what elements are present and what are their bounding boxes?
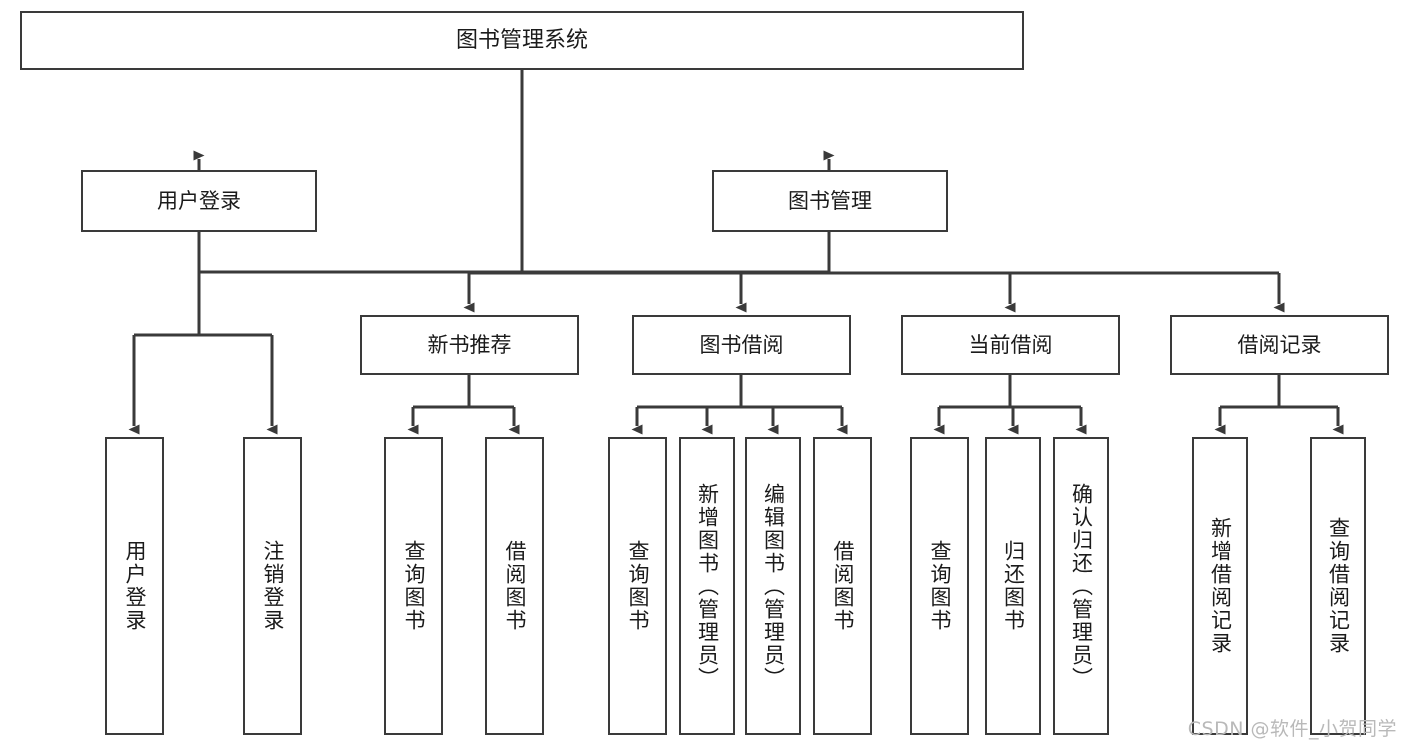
- leaf-query-book-current[interactable]: 查询图书: [910, 437, 969, 735]
- leaf-query-book-rec[interactable]: 查询图书: [384, 437, 443, 735]
- node-book-borrow-label: 图书借阅: [699, 332, 784, 357]
- leaf-edit-book-admin[interactable]: 编辑图书（管理员）: [745, 437, 801, 735]
- node-current-borrow-label: 当前借阅: [968, 332, 1053, 357]
- leaf-add-borrow-record[interactable]: 新增借阅记录: [1192, 437, 1248, 735]
- leaf-query-book-borrow-label: 查询图书: [626, 540, 650, 632]
- node-book-management[interactable]: 图书管理: [712, 170, 948, 232]
- node-book-borrow[interactable]: 图书借阅: [632, 315, 851, 375]
- node-borrow-record-label: 借阅记录: [1237, 332, 1322, 357]
- leaf-edit-book-admin-label: 编辑图书（管理员）: [761, 482, 786, 690]
- leaf-logout-label: 注销登录: [261, 540, 285, 632]
- leaf-add-book-admin-label: 新增图书（管理员）: [695, 482, 720, 690]
- node-current-borrow[interactable]: 当前借阅: [901, 315, 1120, 375]
- leaf-borrow-book-label: 借阅图书: [831, 540, 855, 632]
- leaf-user-login[interactable]: 用户登录: [105, 437, 164, 735]
- leaf-return-book-label: 归还图书: [1001, 540, 1026, 632]
- leaf-logout[interactable]: 注销登录: [243, 437, 302, 735]
- leaf-confirm-return-admin[interactable]: 确认归还（管理员）: [1053, 437, 1109, 735]
- node-user-login[interactable]: 用户登录: [81, 170, 317, 232]
- leaf-query-borrow-record[interactable]: 查询借阅记录: [1310, 437, 1366, 735]
- node-new-book-recommend[interactable]: 新书推荐: [360, 315, 579, 375]
- leaf-query-book-borrow[interactable]: 查询图书: [608, 437, 667, 735]
- leaf-return-book[interactable]: 归还图书: [985, 437, 1041, 735]
- node-new-book-recommend-label: 新书推荐: [427, 332, 512, 357]
- leaf-borrow-book-rec-label: 借阅图书: [503, 540, 527, 632]
- leaf-confirm-return-admin-label: 确认归还（管理员）: [1069, 482, 1094, 690]
- leaf-add-borrow-record-label: 新增借阅记录: [1208, 517, 1233, 655]
- node-root-label: 图书管理系统: [455, 27, 588, 53]
- leaf-borrow-book[interactable]: 借阅图书: [813, 437, 872, 735]
- node-root[interactable]: 图书管理系统: [20, 11, 1024, 70]
- node-borrow-record[interactable]: 借阅记录: [1170, 315, 1389, 375]
- node-book-management-label: 图书管理: [788, 188, 872, 213]
- leaf-user-login-label: 用户登录: [123, 540, 147, 632]
- leaf-query-book-current-label: 查询图书: [928, 540, 952, 632]
- leaf-query-borrow-record-label: 查询借阅记录: [1326, 517, 1351, 655]
- leaf-query-book-rec-label: 查询图书: [402, 540, 426, 632]
- leaf-add-book-admin[interactable]: 新增图书（管理员）: [679, 437, 735, 735]
- csdn-watermark: CSDN @软件_小贺同学: [1187, 718, 1397, 740]
- leaf-borrow-book-rec[interactable]: 借阅图书: [485, 437, 544, 735]
- node-user-login-label: 用户登录: [157, 188, 241, 213]
